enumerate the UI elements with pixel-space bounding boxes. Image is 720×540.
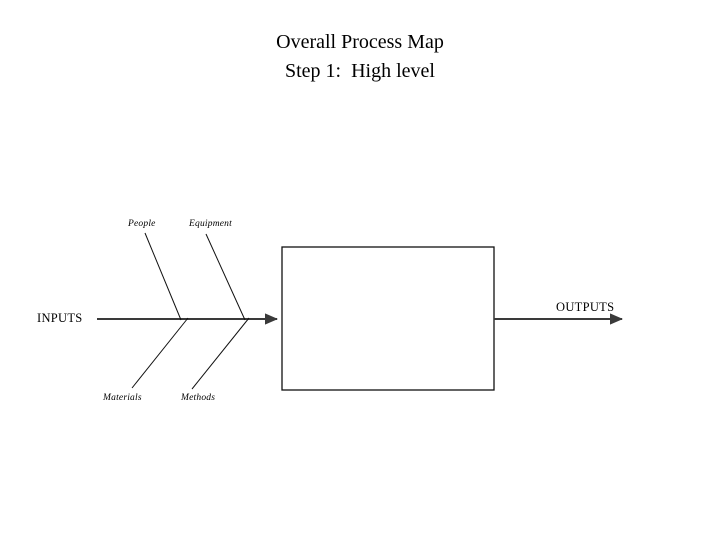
bone-label-people: People [128,219,156,229]
outputs-label: OUTPUTS [556,300,615,314]
bone-label-equipment: Equipment [189,219,232,229]
inputs-label: INPUTS [37,311,83,325]
bone-line-materials [131,317,189,389]
bone-line-methods [191,317,250,390]
title-line-1: Overall Process Map [276,31,444,53]
bone-label-materials: Materials [103,393,142,403]
process-box [281,246,495,391]
page-title: Overall Process Map Step 1: High level [0,28,720,86]
title-line-2: Step 1: High level [285,60,435,82]
bone-line-equipment [205,233,246,321]
bone-line-people [144,232,182,321]
bone-label-methods: Methods [181,393,216,403]
